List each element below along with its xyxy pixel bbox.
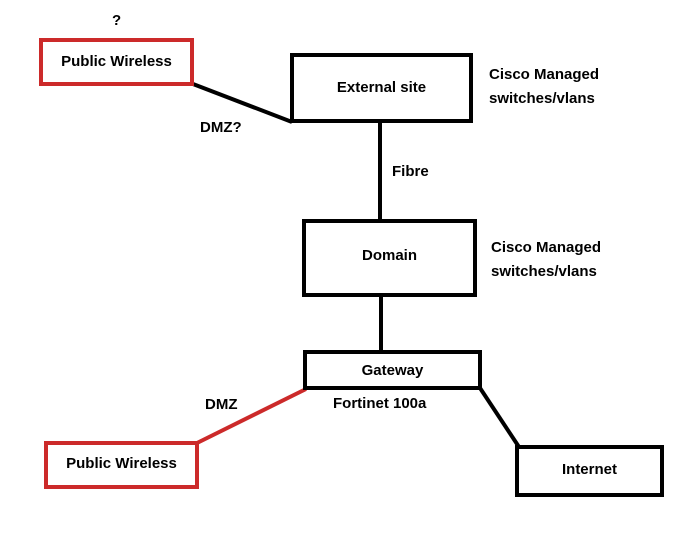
public-wireless-top-box [39,38,194,86]
domain-note-line2: switches/vlans [491,263,597,280]
public-wireless-top-label: Public Wireless [61,53,172,70]
domain-box [302,219,477,297]
dmz-link-bottom [196,387,307,445]
gateway-model-label: Fortinet 100a [333,395,427,412]
public-wireless-bottom-box [44,441,199,489]
gateway-box [303,350,482,390]
external-note-line1: Cisco Managed [489,66,600,83]
internet-box [515,445,664,497]
public-wireless-bottom-label: Public Wireless [66,455,177,472]
external-note-line2: switches/vlans [489,90,595,107]
external-site-box [290,53,473,123]
external-site-label: External site [336,79,427,96]
dmz-link-top [192,82,293,124]
question-mark-label: ? [112,12,122,29]
internet-label: Internet [561,461,617,478]
dmz-bottom-label: DMZ [205,396,238,413]
gateway-label: Gateway [361,362,424,379]
internet-link [478,386,521,449]
domain-label: Domain [361,247,417,264]
dmz-top-label: DMZ? [200,119,242,136]
fibre-label: Fibre [392,163,429,180]
domain-note-line1: Cisco Managed [491,239,602,256]
